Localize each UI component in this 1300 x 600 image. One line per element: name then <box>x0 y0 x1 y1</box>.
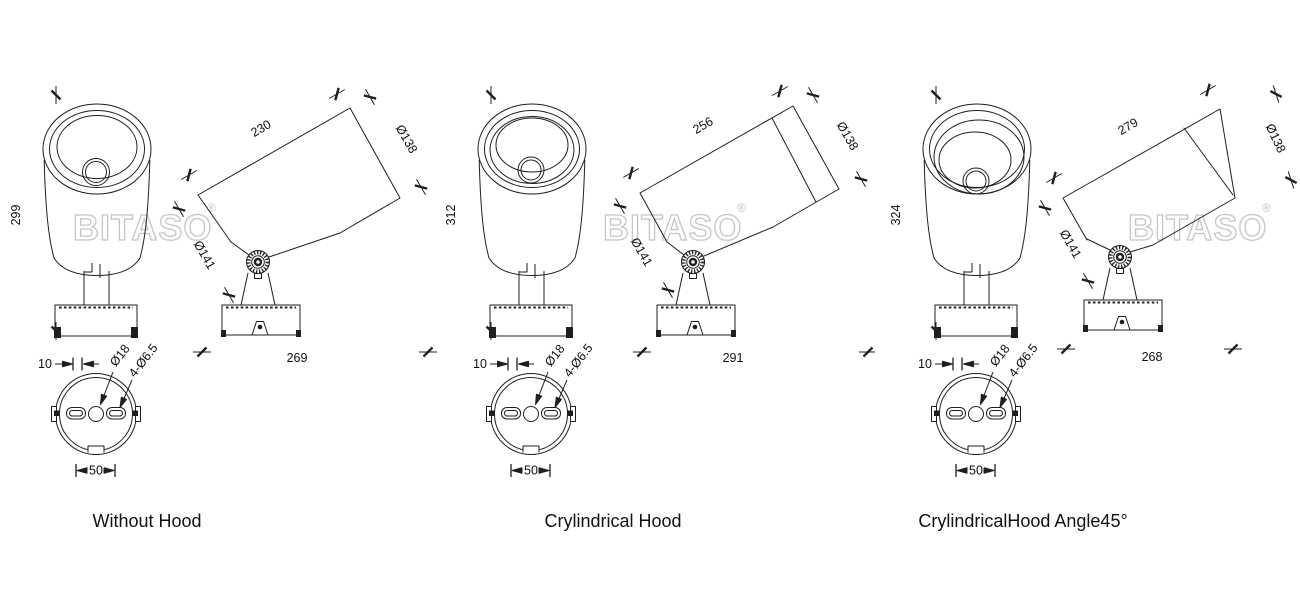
front-view <box>42 103 152 339</box>
dim-center-hole: Ø18 <box>542 342 568 369</box>
dim-overall-length: 268 <box>1142 350 1163 364</box>
dim-offset: 10 <box>473 357 487 371</box>
lens-ring <box>517 156 545 184</box>
watermark-text: BITASO <box>1128 207 1267 248</box>
dimensions: 324 279 Ø138 Ø141 268 10 Ø18 4-Ø6.5 50 <box>889 80 1300 478</box>
lens-ring <box>82 158 110 186</box>
variant-label-hood-angle45: CrylindricalHood Angle45° <box>918 511 1128 531</box>
variant-label-cylindrical-hood: Crylindrical Hood <box>544 511 682 531</box>
side-view <box>1062 108 1236 334</box>
side-view <box>197 107 401 339</box>
dim-overall-length: 291 <box>723 351 744 365</box>
watermark-text: BITASO <box>73 207 212 248</box>
dimensions: 312 256 Ø138 Ø141 291 10 Ø18 4-Ø6.5 50 <box>444 81 875 478</box>
dim-fixing-holes: 4-Ø6.5 <box>1006 341 1041 380</box>
dim-height: 299 <box>9 205 23 226</box>
side-view <box>639 105 840 339</box>
dim-body-diameter: Ø141 <box>1057 227 1084 261</box>
dim-height: 324 <box>889 205 903 226</box>
variant-drawing-without-hood: BITASO ® 299 230 Ø138 <box>9 84 439 600</box>
dim-offset: 10 <box>918 357 932 371</box>
dim-height: 312 <box>444 205 458 226</box>
variant-drawing-cylindrical-hood: BITASO ® 312 256 Ø <box>444 81 875 600</box>
reflector-mesh <box>56 115 138 179</box>
side-body <box>639 105 840 243</box>
dim-hole-pitch: 50 <box>969 464 983 478</box>
dim-center-hole: Ø18 <box>987 342 1013 369</box>
bottom-view <box>932 358 1021 478</box>
brand-watermark: BITASO ® <box>1127 201 1271 249</box>
dim-front-diameter: Ø138 <box>1263 121 1289 155</box>
registered-icon: ® <box>737 201 746 215</box>
dim-hole-pitch: 50 <box>524 464 538 478</box>
dim-body-length: 230 <box>248 117 273 140</box>
hood-cut-line <box>1183 127 1234 196</box>
mounting-bracket <box>230 232 341 258</box>
dim-fixing-holes: 4-Ø6.5 <box>126 341 161 380</box>
variant-drawing-hood-angle45: BITASO ® 324 279 Ø <box>889 80 1300 600</box>
dim-offset: 10 <box>38 357 52 371</box>
bottom-view <box>487 358 576 478</box>
dim-body-length: 279 <box>1115 115 1140 138</box>
dim-hole-pitch: 50 <box>89 464 103 478</box>
bottom-view <box>52 358 141 478</box>
hood-joint-line <box>771 117 817 203</box>
lens-ring <box>962 167 990 195</box>
dim-body-length: 256 <box>690 114 715 137</box>
brand-watermark: BITASO ® <box>602 201 746 249</box>
dim-body-diameter: Ø141 <box>191 238 218 272</box>
dim-overall-length: 269 <box>287 351 308 365</box>
front-view <box>477 103 587 339</box>
lens <box>965 170 987 192</box>
reflector-mesh <box>938 131 1012 189</box>
registered-icon: ® <box>207 201 216 215</box>
lens <box>520 159 542 181</box>
dim-fixing-holes: 4-Ø6.5 <box>561 341 596 380</box>
brand-watermark: BITASO ® <box>72 201 216 249</box>
variant-label-without-hood: Without Hood <box>92 511 202 531</box>
front-view <box>922 103 1032 339</box>
dim-center-hole: Ø18 <box>107 342 133 369</box>
hood-rim <box>489 116 575 184</box>
dim-front-diameter: Ø138 <box>393 122 420 156</box>
registered-icon: ® <box>1262 201 1271 215</box>
mounting-bracket <box>1086 238 1154 253</box>
side-body <box>1062 108 1236 246</box>
mounting-bracket <box>666 226 774 257</box>
reflector-mesh <box>495 117 569 173</box>
lens <box>85 161 107 183</box>
side-body <box>197 107 401 243</box>
watermark-text: BITASO <box>603 207 742 248</box>
dim-front-diameter: Ø138 <box>834 119 861 153</box>
